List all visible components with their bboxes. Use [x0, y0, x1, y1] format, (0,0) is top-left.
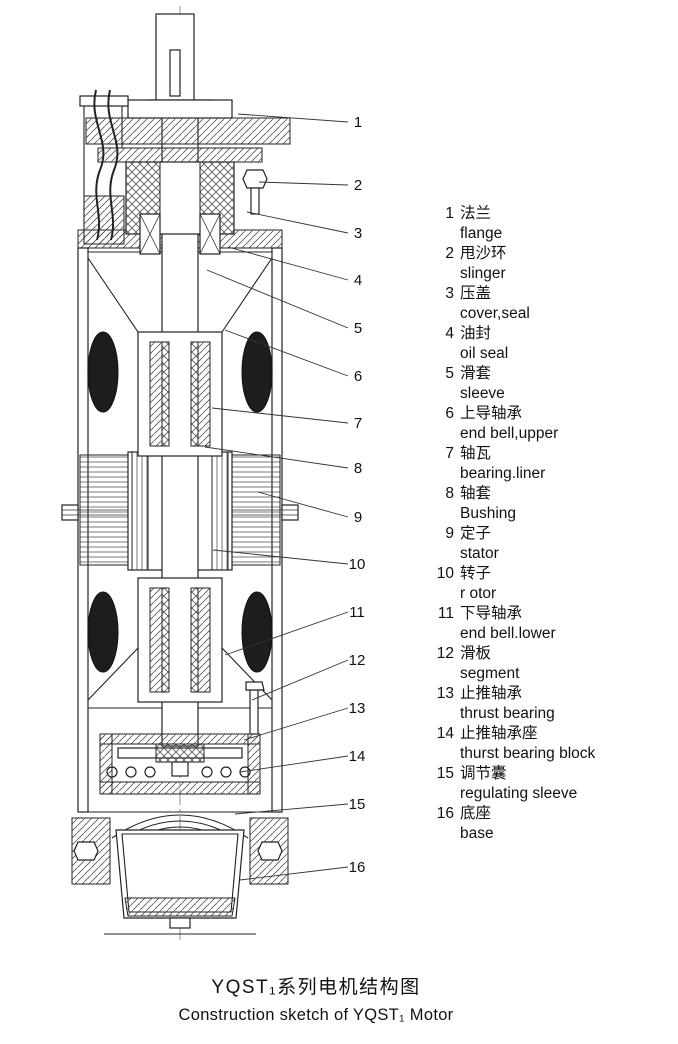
legend-item: 7 轴瓦 bearing.liner	[432, 444, 678, 484]
legend-item-name-en: regulating sleeve	[460, 785, 578, 802]
callout-8: 8	[354, 460, 362, 477]
legend-item-name-en: segment	[460, 665, 520, 682]
legend-item-name-zh: 止推轴承座	[460, 725, 538, 742]
legend-item-name-zh: 上导轴承	[460, 405, 523, 422]
callout-1: 1	[354, 114, 362, 131]
callout-11: 11	[349, 604, 365, 621]
parts-legend: 1 法兰 flange 2 甩沙环 slinger 3 压盖 cover,seal 4…	[432, 204, 678, 844]
legend-item-name-en: r otor	[460, 585, 497, 602]
legend-item-number: 4	[445, 325, 454, 342]
legend-item: 15 调节囊 regulating sleeve	[432, 764, 678, 804]
legend-item: 10 转子 r otor	[432, 564, 678, 604]
legend-item: 6 上导轴承 end bell,upper	[432, 404, 678, 444]
legend-item-number: 13	[436, 685, 454, 702]
legend-item-number: 16	[436, 805, 454, 822]
legend-item: 9 定子 stator	[432, 524, 678, 564]
legend-item: 5 滑套 sleeve	[432, 364, 678, 404]
title-zh: YQST₁系列电机结构图	[211, 977, 421, 998]
legend-item-number: 3	[445, 285, 454, 302]
seal-assembly	[139, 213, 221, 255]
legend-item-number: 1	[445, 205, 454, 222]
stator-windings	[87, 331, 273, 673]
legend-item-name-zh: 定子	[460, 525, 492, 542]
legend-item: 13 止推轴承 thrust bearing	[432, 684, 678, 724]
legend-item: 14 止推轴承座 thurst bearing block	[432, 724, 678, 764]
callout-4: 4	[354, 272, 362, 289]
legend-item-name-en: bearing.liner	[460, 465, 546, 482]
legend-item-name-en: stator	[460, 545, 499, 562]
legend-item-number: 10	[436, 565, 454, 582]
legend-item-number: 8	[445, 485, 454, 502]
legend-item-name-zh: 转子	[460, 565, 492, 582]
callout-6: 6	[354, 368, 362, 385]
upper-bearing	[137, 331, 223, 457]
callout-16: 16	[349, 859, 366, 876]
base	[71, 817, 289, 935]
motor-cross-section-drawing: 1 2 3 4 5 6 7 8 9 10 11 12 13 14 15 16	[61, 6, 366, 940]
legend-item: 8 轴套 Bushing	[432, 484, 678, 524]
legend-item-number: 11	[437, 605, 454, 622]
legend-item-number: 7	[445, 445, 454, 462]
legend-item-name-zh: 滑套	[460, 365, 492, 382]
callout-7: 7	[354, 415, 362, 432]
legend-item-name-en: flange	[460, 225, 503, 242]
title-block: YQST₁系列电机结构图 Construction sketch of YQST…	[0, 972, 632, 1025]
legend-item: 12 滑板 segment	[432, 644, 678, 684]
legend-item-name-en: base	[460, 825, 494, 842]
legend-item-name-en: Bushing	[460, 505, 517, 522]
legend-item-name-en: slinger	[460, 265, 506, 282]
legend-item: 11 下导轴承 end bell.lower	[432, 604, 678, 644]
callout-12: 12	[349, 652, 366, 669]
thrust-bearing-assembly	[99, 681, 265, 795]
callout-15: 15	[349, 796, 366, 813]
legend-item: 3 压盖 cover,seal	[432, 284, 678, 324]
callout-13: 13	[349, 700, 366, 717]
legend-item-name-zh: 滑板	[460, 645, 492, 662]
legend-item-name-zh: 轴瓦	[460, 445, 492, 462]
callout-leaders	[204, 113, 349, 881]
legend-item-name-zh: 止推轴承	[460, 685, 523, 702]
legend-item-name-zh: 下导轴承	[460, 605, 523, 622]
legend-item-number: 14	[436, 725, 454, 742]
legend-item-name-zh: 甩沙环	[460, 245, 507, 262]
legend-item: 1 法兰 flange	[432, 204, 678, 244]
legend-item-number: 15	[436, 765, 454, 782]
upper-end-bell	[87, 257, 273, 333]
legend-item-number: 6	[445, 405, 454, 422]
legend-item: 16 底座 base	[432, 804, 678, 844]
legend-item-name-zh: 底座	[460, 805, 492, 822]
callout-9: 9	[354, 509, 362, 526]
legend-item-name-zh: 压盖	[460, 285, 492, 302]
legend-item-number: 2	[445, 245, 454, 262]
legend-item-number: 9	[445, 525, 454, 542]
legend-item: 4 油封 oil seal	[432, 324, 678, 364]
legend-item-name-en: sleeve	[460, 385, 505, 402]
legend-item-name-en: thrust bearing	[460, 705, 555, 722]
legend-item-name-en: end bell,upper	[460, 425, 559, 442]
legend-item-number: 5	[445, 365, 454, 382]
callout-5: 5	[354, 320, 362, 337]
legend-item-name-en: cover,seal	[460, 305, 530, 322]
title-en: Construction sketch of YQST₁ Motor	[178, 1006, 454, 1024]
legend-item-number: 12	[436, 645, 454, 662]
legend-item: 2 甩沙环 slinger	[432, 244, 678, 284]
legend-item-name-en: thurst bearing block	[460, 745, 596, 762]
legend-item-name-zh: 轴套	[460, 485, 492, 502]
callout-3: 3	[354, 225, 362, 242]
legend-item-name-zh: 法兰	[460, 205, 492, 222]
legend-item-name-zh: 油封	[460, 325, 492, 342]
callout-2: 2	[354, 177, 362, 194]
legend-item-name-en: oil seal	[460, 345, 509, 362]
callout-numbers: 1 2 3 4 5 6 7 8 9 10 11 12 13 14 15 16	[349, 114, 366, 876]
cable-entry	[79, 89, 129, 245]
legend-item-name-zh: 调节囊	[460, 765, 507, 782]
callout-14: 14	[349, 748, 366, 765]
legend-item-name-en: end bell.lower	[460, 625, 556, 642]
lower-bearing	[137, 577, 223, 703]
callout-10: 10	[349, 556, 366, 573]
